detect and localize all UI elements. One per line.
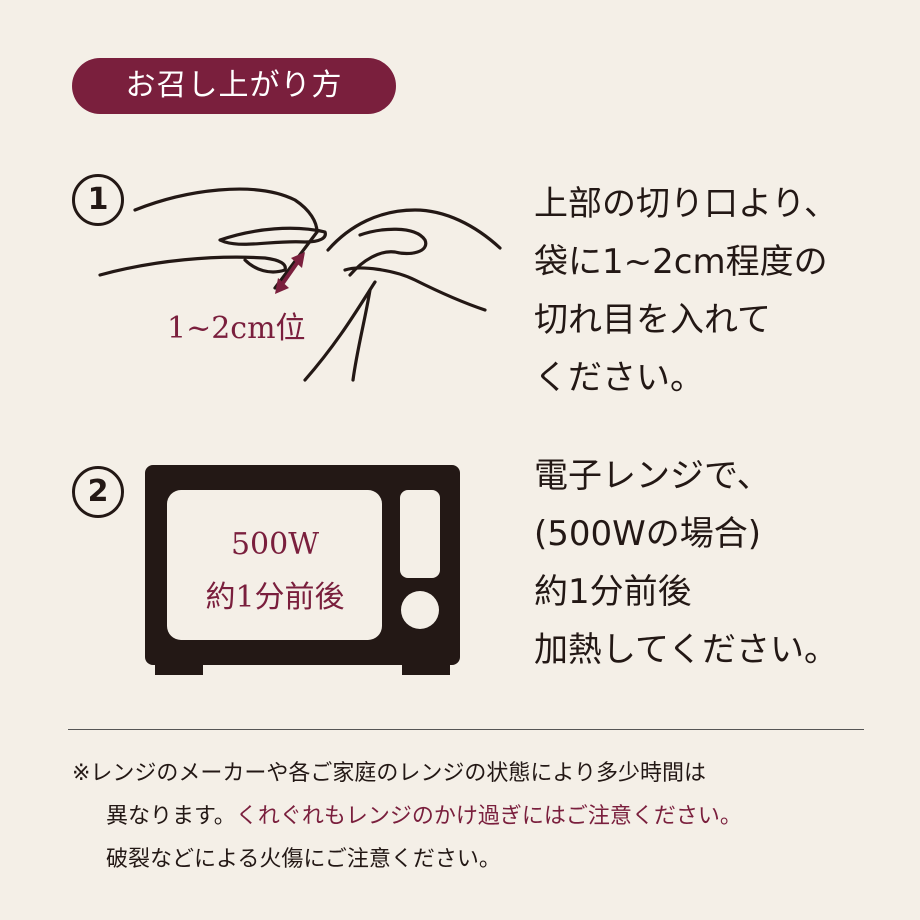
microwave-time: 約1分前後 bbox=[205, 580, 345, 615]
step-2-line: 電子レンジで、 bbox=[534, 456, 771, 496]
note-line: 破裂などによる火傷にご注意ください。 bbox=[106, 847, 501, 872]
microwave-icon bbox=[145, 465, 460, 675]
step-1-text: 上部の切り口より、 袋に1~2cm程度の 切れ目を入れて ください。 bbox=[534, 175, 838, 407]
note-plain: 異なります。 bbox=[106, 804, 236, 829]
step-1-line: 袋に1~2cm程度の bbox=[534, 242, 828, 282]
hands-tearing-illustration bbox=[98, 187, 502, 382]
note-warning: くれぐれもレンジのかけ過ぎにはご注意ください。 bbox=[235, 804, 742, 829]
caution-note: ※レンジのメーカーや各ご家庭のレンジの状態により多少時間は 異なります。くれぐれ… bbox=[72, 752, 872, 881]
step-2-line: 約1分前後 bbox=[534, 572, 692, 612]
microwave-wattage: 500W bbox=[230, 527, 320, 562]
step-1-line: ください。 bbox=[534, 358, 704, 398]
step-1-line: 切れ目を入れて bbox=[534, 300, 771, 340]
step-1-number: 1 bbox=[72, 174, 124, 226]
cut-size-label: 1~2cm位 bbox=[167, 311, 306, 346]
step-1-line: 上部の切り口より、 bbox=[534, 184, 838, 224]
divider bbox=[68, 729, 864, 730]
step-2-text: 電子レンジで、 (500Wの場合) 約1分前後 加熱してください。 bbox=[534, 447, 838, 679]
step-2-line: 加熱してください。 bbox=[534, 630, 838, 670]
note-line: 異なります。くれぐれもレンジのかけ過ぎにはご注意ください。 bbox=[72, 795, 872, 838]
note-line: ※レンジのメーカーや各ご家庭のレンジの状態により多少時間は bbox=[72, 761, 706, 786]
section-title: お召し上がり方 bbox=[72, 58, 396, 114]
step-2-number: 2 bbox=[72, 466, 124, 518]
step-2-line: (500Wの場合) bbox=[534, 514, 762, 554]
